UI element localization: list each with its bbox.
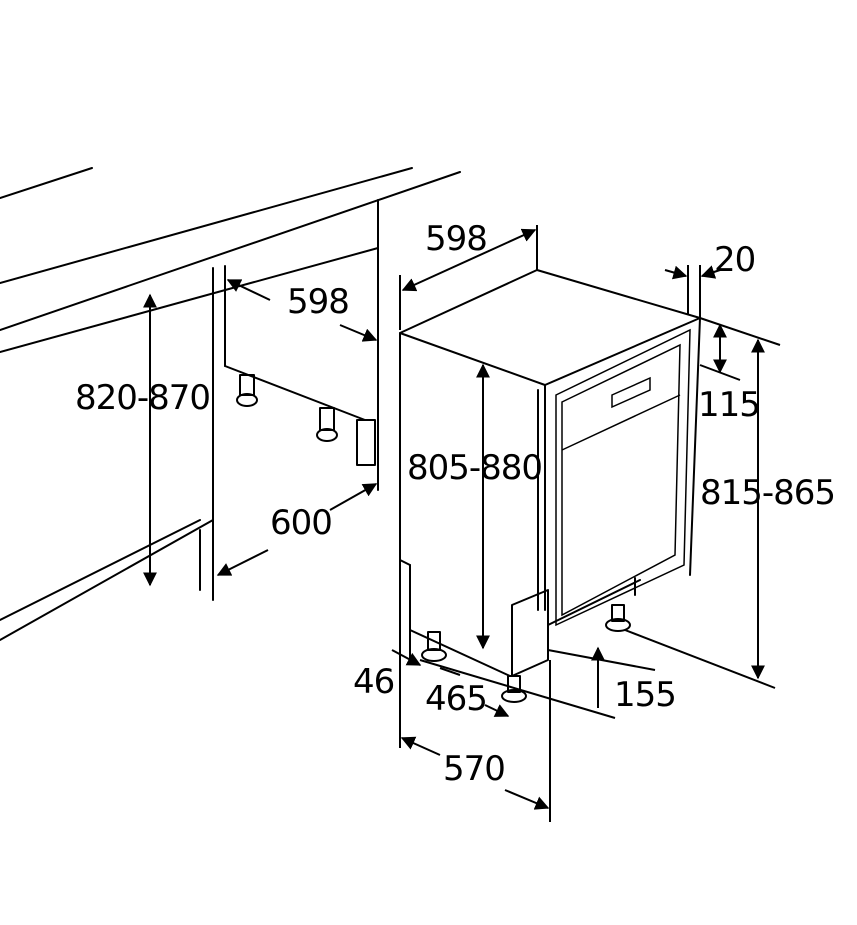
panel-offset-label: 115 [698,385,761,425]
foot-depth-label: 465 [425,679,488,719]
niche-width-label: 598 [287,282,350,322]
appliance-depth-label: 570 [443,749,506,789]
door-thickness-label: 20 [714,240,756,280]
dimension-lines [143,225,781,822]
niche-height-label: 820-870 [75,378,211,418]
plinth-height-label: 155 [614,675,677,715]
kitchen-cabinet [0,167,461,641]
appliance-height-label: 805-880 [407,448,543,488]
total-height-label: 815-865 [700,473,836,513]
appliance-width-label: 598 [425,219,488,259]
niche-depth-label: 600 [270,503,333,543]
foot-height-label: 46 [353,662,395,702]
